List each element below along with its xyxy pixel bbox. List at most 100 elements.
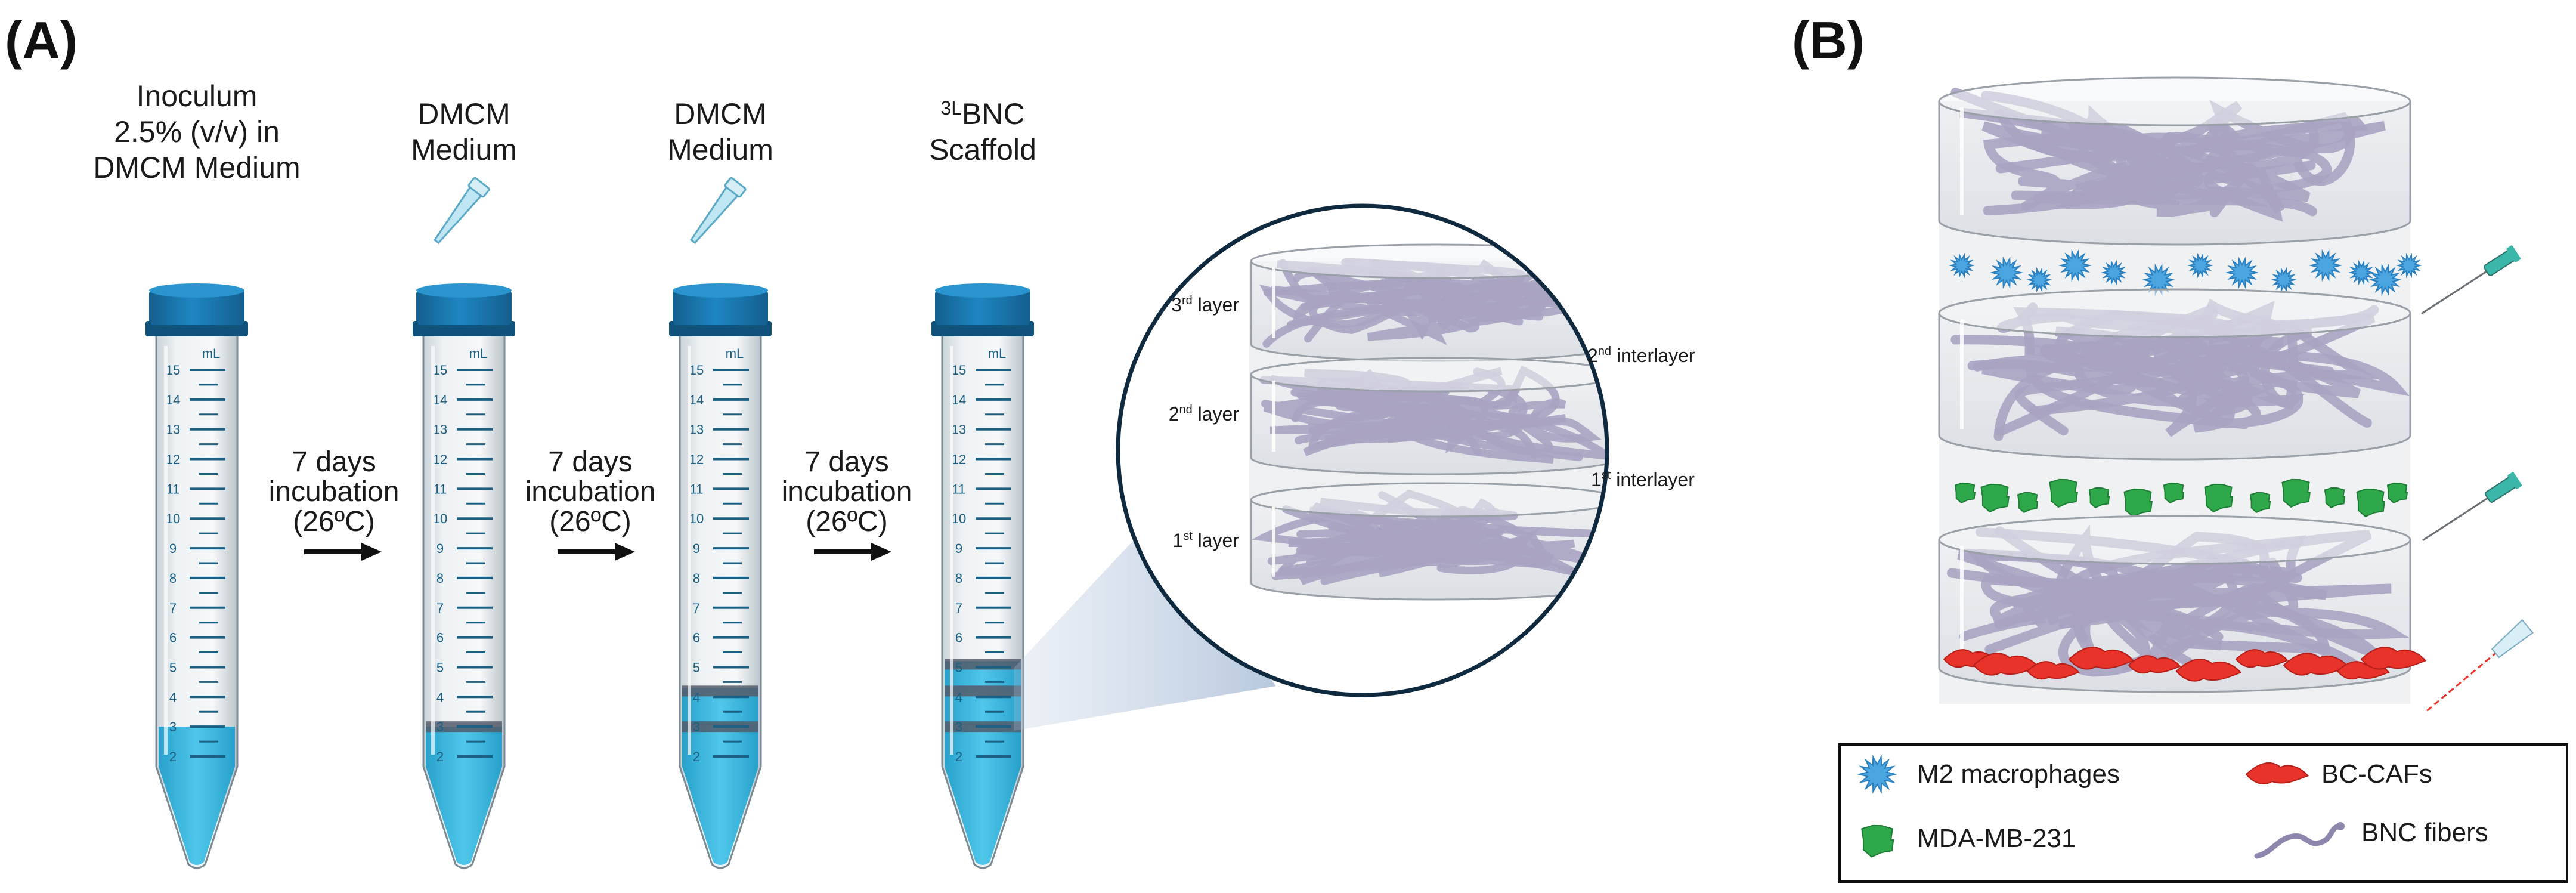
scale-tick-label: 9 (955, 541, 962, 556)
scale-tick-label: 2 (955, 749, 962, 764)
step-label: (26ºC) (549, 506, 631, 537)
tip-stream (2426, 652, 2496, 712)
zoom-layer-3 (1250, 243, 1607, 362)
legend-label-cafs: BC-CAFs (2321, 759, 2432, 789)
scale-tick-label: 12 (433, 452, 447, 467)
scale-tick-label: 4 (693, 690, 700, 704)
cap-top (149, 283, 244, 298)
disk-top (1250, 357, 1607, 393)
arrow-right-icon (304, 543, 382, 561)
tumor-cell (2249, 492, 2271, 513)
tube-header-2: DMCM Medium (411, 97, 517, 166)
cap-top (935, 283, 1030, 298)
header-line: Medium (411, 133, 517, 166)
caf-cell (2175, 659, 2242, 682)
macrophage-cell (2058, 249, 2092, 282)
scale-tick-label: 12 (952, 452, 966, 467)
step-label: (26ºC) (806, 506, 888, 537)
scale-tick-label: 6 (169, 631, 177, 645)
scale-tick-label: 9 (169, 541, 177, 556)
macrophage-cell (2225, 256, 2259, 289)
syringe-flange (2506, 245, 2521, 262)
scale-tick-label: 14 (952, 393, 966, 407)
legend-label-mda: MDA-MB-231 (1917, 824, 2076, 853)
syringe-icon (2421, 245, 2521, 315)
syringe-icon (2422, 472, 2522, 542)
tube-header-3: DMCM Medium (667, 97, 773, 166)
scale-tick-label: 11 (952, 481, 966, 496)
layer-label-3: 3rd layer (1171, 294, 1239, 316)
stack-layer-top (1938, 76, 2411, 246)
scale-tick-label: 7 (169, 601, 177, 616)
scale-unit: mL (202, 346, 221, 361)
scale-tick-label: 9 (693, 541, 700, 556)
step-label: (26ºC) (293, 506, 375, 537)
tube-header-1: Inoculum 2.5% (v/v) in DMCM Medium (93, 79, 300, 184)
step-label: 7 days (292, 446, 376, 478)
tip-body (2491, 619, 2534, 659)
scale-tick-label: 3 (169, 719, 177, 734)
step-label: 7 days (804, 446, 888, 478)
zoom-layer-1 (1250, 482, 1607, 601)
tumor-cell (1954, 482, 1976, 503)
panel-a-label: (A) (5, 11, 78, 70)
scale-tick-label: 15 (952, 363, 966, 378)
arrow-right-icon (558, 543, 635, 561)
scale-tick-label: 12 (689, 452, 704, 467)
scale-tick-label: 2 (169, 749, 177, 764)
disk-top (1938, 515, 2411, 565)
needle (2421, 270, 2487, 315)
scale-tick-label: 5 (169, 660, 177, 675)
scale-tick-label: 3 (693, 719, 700, 734)
scale-tick-label: 15 (689, 363, 704, 378)
scale-tick-label: 7 (693, 601, 700, 616)
caf-cell (2026, 661, 2080, 680)
header-line: DMCM Medium (93, 151, 300, 184)
step-label: incubation (782, 476, 912, 508)
scale-tick-label: 4 (436, 690, 444, 704)
scale-tick-label: 6 (955, 631, 962, 645)
macrophage-cell (1949, 252, 1975, 279)
header-line: Medium (667, 133, 773, 166)
step-label: incubation (525, 476, 656, 508)
stack-layer-middle (1938, 288, 2411, 461)
scale-tick-label: 13 (952, 422, 966, 437)
tumor-cell (2204, 483, 2233, 513)
scale-tick-label: 5 (955, 660, 962, 675)
scale-tick-label: 10 (433, 511, 447, 526)
step-label: incubation (269, 476, 400, 508)
tumor-glyph (1861, 824, 1894, 858)
tumor-cell (2049, 478, 2078, 508)
fiber-icon (2254, 822, 2345, 859)
scale-tick-label: 8 (169, 571, 177, 586)
header-line: 2.5% (v/v) in (114, 115, 280, 149)
scale-tick-label: 11 (166, 481, 180, 496)
macrophage-cell (2026, 267, 2052, 293)
scale-tick-label: 13 (166, 422, 180, 437)
scale-tick-label: 9 (436, 541, 444, 556)
scaffold-title: 3LBNC (940, 97, 1024, 131)
caf-cell (2235, 649, 2289, 668)
scale-tick-label: 5 (693, 660, 700, 675)
tumor-cell (2324, 487, 2346, 508)
step-3: 7 days incubation (26ºC) (782, 446, 912, 561)
tumor-cell (2163, 482, 2185, 503)
interlayer-label-2: 2nd interlayer (1587, 345, 1695, 366)
scale-tick-label: 14 (433, 393, 447, 407)
tumor-cell (2386, 482, 2408, 503)
macrophage-cell (2309, 249, 2342, 282)
legend: M2 macrophages BC-CAFs MDA-MB-231 BNC fi… (1838, 743, 2568, 883)
macrophage-cell (2348, 259, 2374, 286)
scale-tick-label: 7 (955, 601, 962, 616)
tumor-cell (1980, 483, 2010, 513)
macrophage-icon (1857, 755, 1897, 794)
needle (2422, 497, 2488, 542)
tumor-cell-icon (1861, 824, 1894, 858)
scaffold-stack (1938, 76, 2534, 712)
step-1: 7 days incubation (26ºC) (269, 446, 400, 561)
tubes-group: mL15141312111098765432mL1514131211109876… (145, 283, 1034, 869)
scale-tick-label: 6 (693, 631, 700, 645)
